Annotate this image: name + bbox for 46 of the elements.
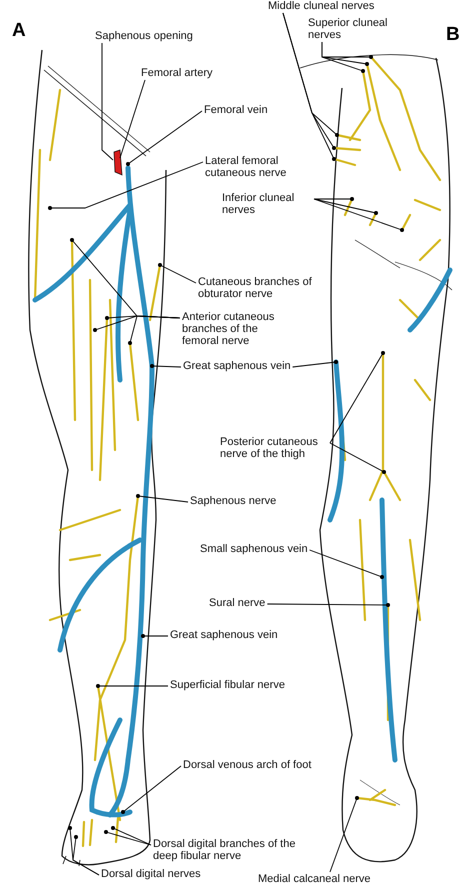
leader-line — [141, 634, 168, 638]
callout-label: Middle cluneal nerves — [268, 0, 374, 12]
leader-line — [121, 766, 182, 814]
leader-line — [150, 364, 182, 368]
leader-line — [309, 550, 384, 579]
callout-label: Superficial fibular nerve — [170, 679, 285, 691]
callout-label: Superior cluneal nerves — [308, 17, 396, 41]
panel-letter: A — [12, 20, 26, 42]
leader-line — [322, 42, 365, 73]
leader-line — [102, 42, 114, 160]
leader-line — [128, 316, 180, 345]
leader-line — [330, 796, 359, 872]
leader-line — [330, 351, 385, 444]
leader-line — [136, 494, 188, 502]
leader-line — [158, 263, 196, 284]
callout-label: Sural nerve — [209, 597, 266, 609]
leader-line — [314, 197, 354, 201]
callout-label: Lateral femoral cutaneous nerve — [205, 155, 295, 179]
callout-label: Anterior cutaneous branches of the femoral nerve — [182, 311, 297, 347]
callout-label: Small saphenous vein — [200, 543, 308, 555]
leader-line — [314, 198, 378, 215]
callout-label: Femoral artery — [141, 67, 213, 79]
callout-label: Saphenous opening — [95, 30, 193, 42]
callout-label: Inferior cluneal nerves — [222, 192, 312, 216]
leader-line — [111, 826, 152, 846]
leader-line — [104, 830, 152, 846]
leader-line — [72, 835, 100, 876]
callout-label: Great saphenous vein — [183, 360, 291, 372]
leader-line — [48, 162, 204, 210]
callout-label: Posterior cutaneous nerve of the thigh — [220, 436, 328, 460]
callout-label: Saphenous nerve — [190, 495, 276, 507]
callout-label: Femoral vein — [204, 104, 268, 116]
callout-label: Dorsal digital nerves — [101, 868, 201, 880]
callout-label: Great saphenous vein — [170, 629, 278, 641]
callout-label: Dorsal digital branches of the deep fibular nerve — [153, 838, 303, 862]
callout-label: Dorsal venous arch of foot — [183, 759, 312, 771]
callout-label: Medial calcaneal nerve — [258, 873, 371, 885]
leader-line — [314, 198, 404, 232]
panel-letter: B — [446, 24, 460, 46]
leader-line — [266, 603, 390, 607]
leader-line — [292, 360, 338, 368]
leader-line — [96, 684, 168, 688]
leader-line — [330, 442, 386, 474]
callout-label: Cutaneous branches of obturator nerve — [198, 276, 323, 300]
leader-line — [120, 80, 146, 158]
leader-line — [126, 110, 202, 166]
